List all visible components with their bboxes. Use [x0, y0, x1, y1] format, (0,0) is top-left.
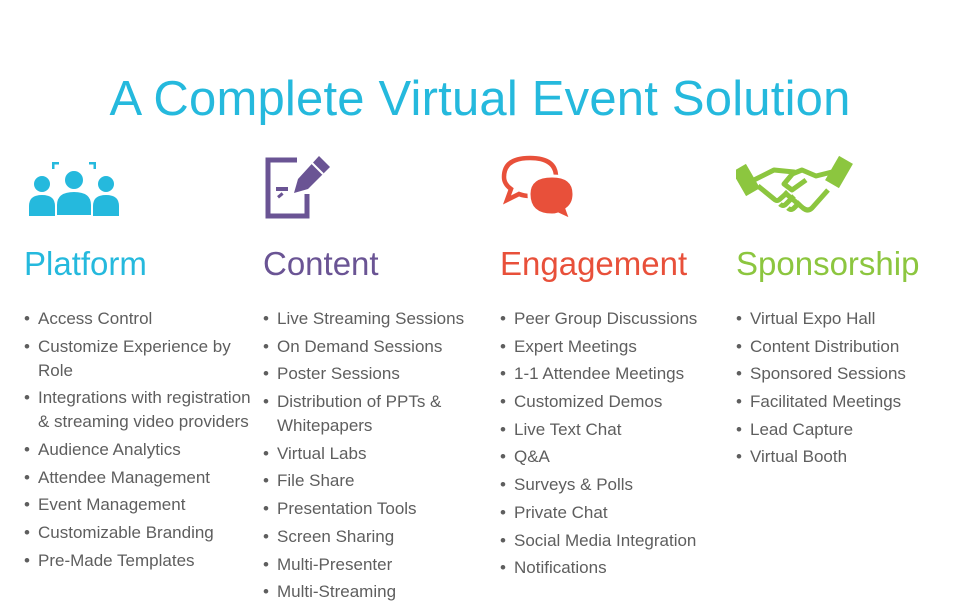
list-item: Customizable Branding [24, 521, 256, 545]
list-item: Content Distribution [736, 335, 960, 359]
list-item: Event Management [24, 493, 256, 517]
list-item: Facilitated Meetings [736, 390, 960, 414]
list-item: Notifications [500, 556, 732, 580]
list-item: Distribution of PPTs & Whitepapers [263, 390, 495, 438]
people-group-icon [24, 150, 256, 224]
list-item: Lead Capture [736, 418, 960, 442]
engagement-column: Engagement Peer Group Discussions Expert… [500, 150, 732, 584]
list-item: Customize Experience by Role [24, 335, 256, 383]
list-item: Customized Demos [500, 390, 732, 414]
list-item: Social Media Integration [500, 529, 732, 553]
page-title: A Complete Virtual Event Solution [109, 71, 851, 126]
engagement-heading: Engagement [500, 245, 688, 282]
content-heading: Content [263, 245, 379, 282]
list-item: Sponsored Sessions [736, 362, 960, 386]
list-item: Presentation Tools [263, 497, 495, 521]
list-item: Private Chat [500, 501, 732, 525]
list-item: Multi-Presenter [263, 553, 495, 577]
engagement-list: Peer Group Discussions Expert Meetings 1… [500, 307, 732, 580]
platform-heading: Platform [24, 245, 147, 282]
list-item: Audience Analytics [24, 438, 256, 462]
handshake-icon [736, 150, 960, 224]
list-item: On Demand Sessions [263, 335, 495, 359]
list-item: Virtual Expo Hall [736, 307, 960, 331]
sponsorship-heading: Sponsorship [736, 245, 920, 282]
list-item: Virtual Labs [263, 442, 495, 466]
list-item: 1-1 Attendee Meetings [500, 362, 732, 386]
list-item: Poster Sessions [263, 362, 495, 386]
document-pen-icon [263, 150, 495, 224]
chat-bubbles-icon [500, 150, 732, 224]
list-item: Virtual Booth [736, 445, 960, 469]
list-item: Access Control [24, 307, 256, 331]
list-item: Live Text Chat [500, 418, 732, 442]
list-item: Surveys & Polls [500, 473, 732, 497]
sponsorship-column: Sponsorship Virtual Expo Hall Content Di… [736, 150, 960, 473]
content-list: Live Streaming Sessions On Demand Sessio… [263, 307, 495, 604]
sponsorship-list: Virtual Expo Hall Content Distribution S… [736, 307, 960, 469]
platform-list: Access Control Customize Experience by R… [24, 307, 256, 573]
content-column: Content Live Streaming Sessions On Deman… [263, 150, 495, 608]
list-item: Integrations with registration & streami… [24, 386, 256, 434]
platform-column: Platform Access Control Customize Experi… [24, 150, 256, 577]
list-item: File Share [263, 469, 495, 493]
list-item: Screen Sharing [263, 525, 495, 549]
list-item: Attendee Management [24, 466, 256, 490]
list-item: Pre-Made Templates [24, 549, 256, 573]
list-item: Expert Meetings [500, 335, 732, 359]
list-item: Multi-Streaming [263, 580, 495, 604]
list-item: Peer Group Discussions [500, 307, 732, 331]
list-item: Live Streaming Sessions [263, 307, 495, 331]
list-item: Q&A [500, 445, 732, 469]
